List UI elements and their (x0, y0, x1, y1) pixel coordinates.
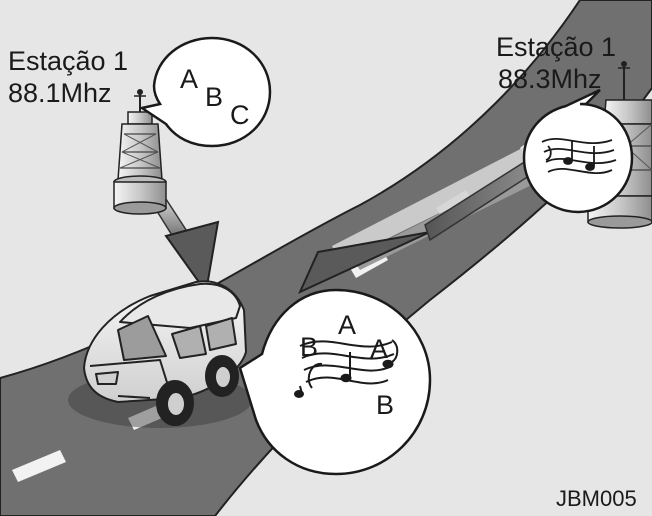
bubble-car-letter: A (370, 334, 389, 364)
bubble-left-letter: C (230, 100, 250, 130)
radio-tower-icon-left (113, 89, 167, 215)
bubble-car-letter: B (300, 332, 319, 362)
bubble-car-letter: A (338, 310, 357, 340)
speech-bubble-right (522, 88, 634, 214)
speech-bubble-car (238, 288, 432, 476)
music-notes-icon-car (294, 339, 399, 398)
station-right-name: Estação 1 (496, 32, 617, 62)
station-left-frequency: 88.1Mhz (8, 78, 112, 108)
station-left-name: Estação 1 (8, 46, 129, 76)
bubble-car-letter: B (376, 390, 395, 420)
car-icon (68, 280, 252, 428)
bubble-left-letter: B (205, 82, 224, 112)
bubble-left-letter: A (180, 64, 199, 94)
speech-bubble-left (138, 36, 272, 148)
station-right-frequency: 88.3Mhz (498, 64, 602, 94)
music-notes-icon-right (541, 137, 617, 175)
figure-code: JBM005 (556, 486, 637, 511)
